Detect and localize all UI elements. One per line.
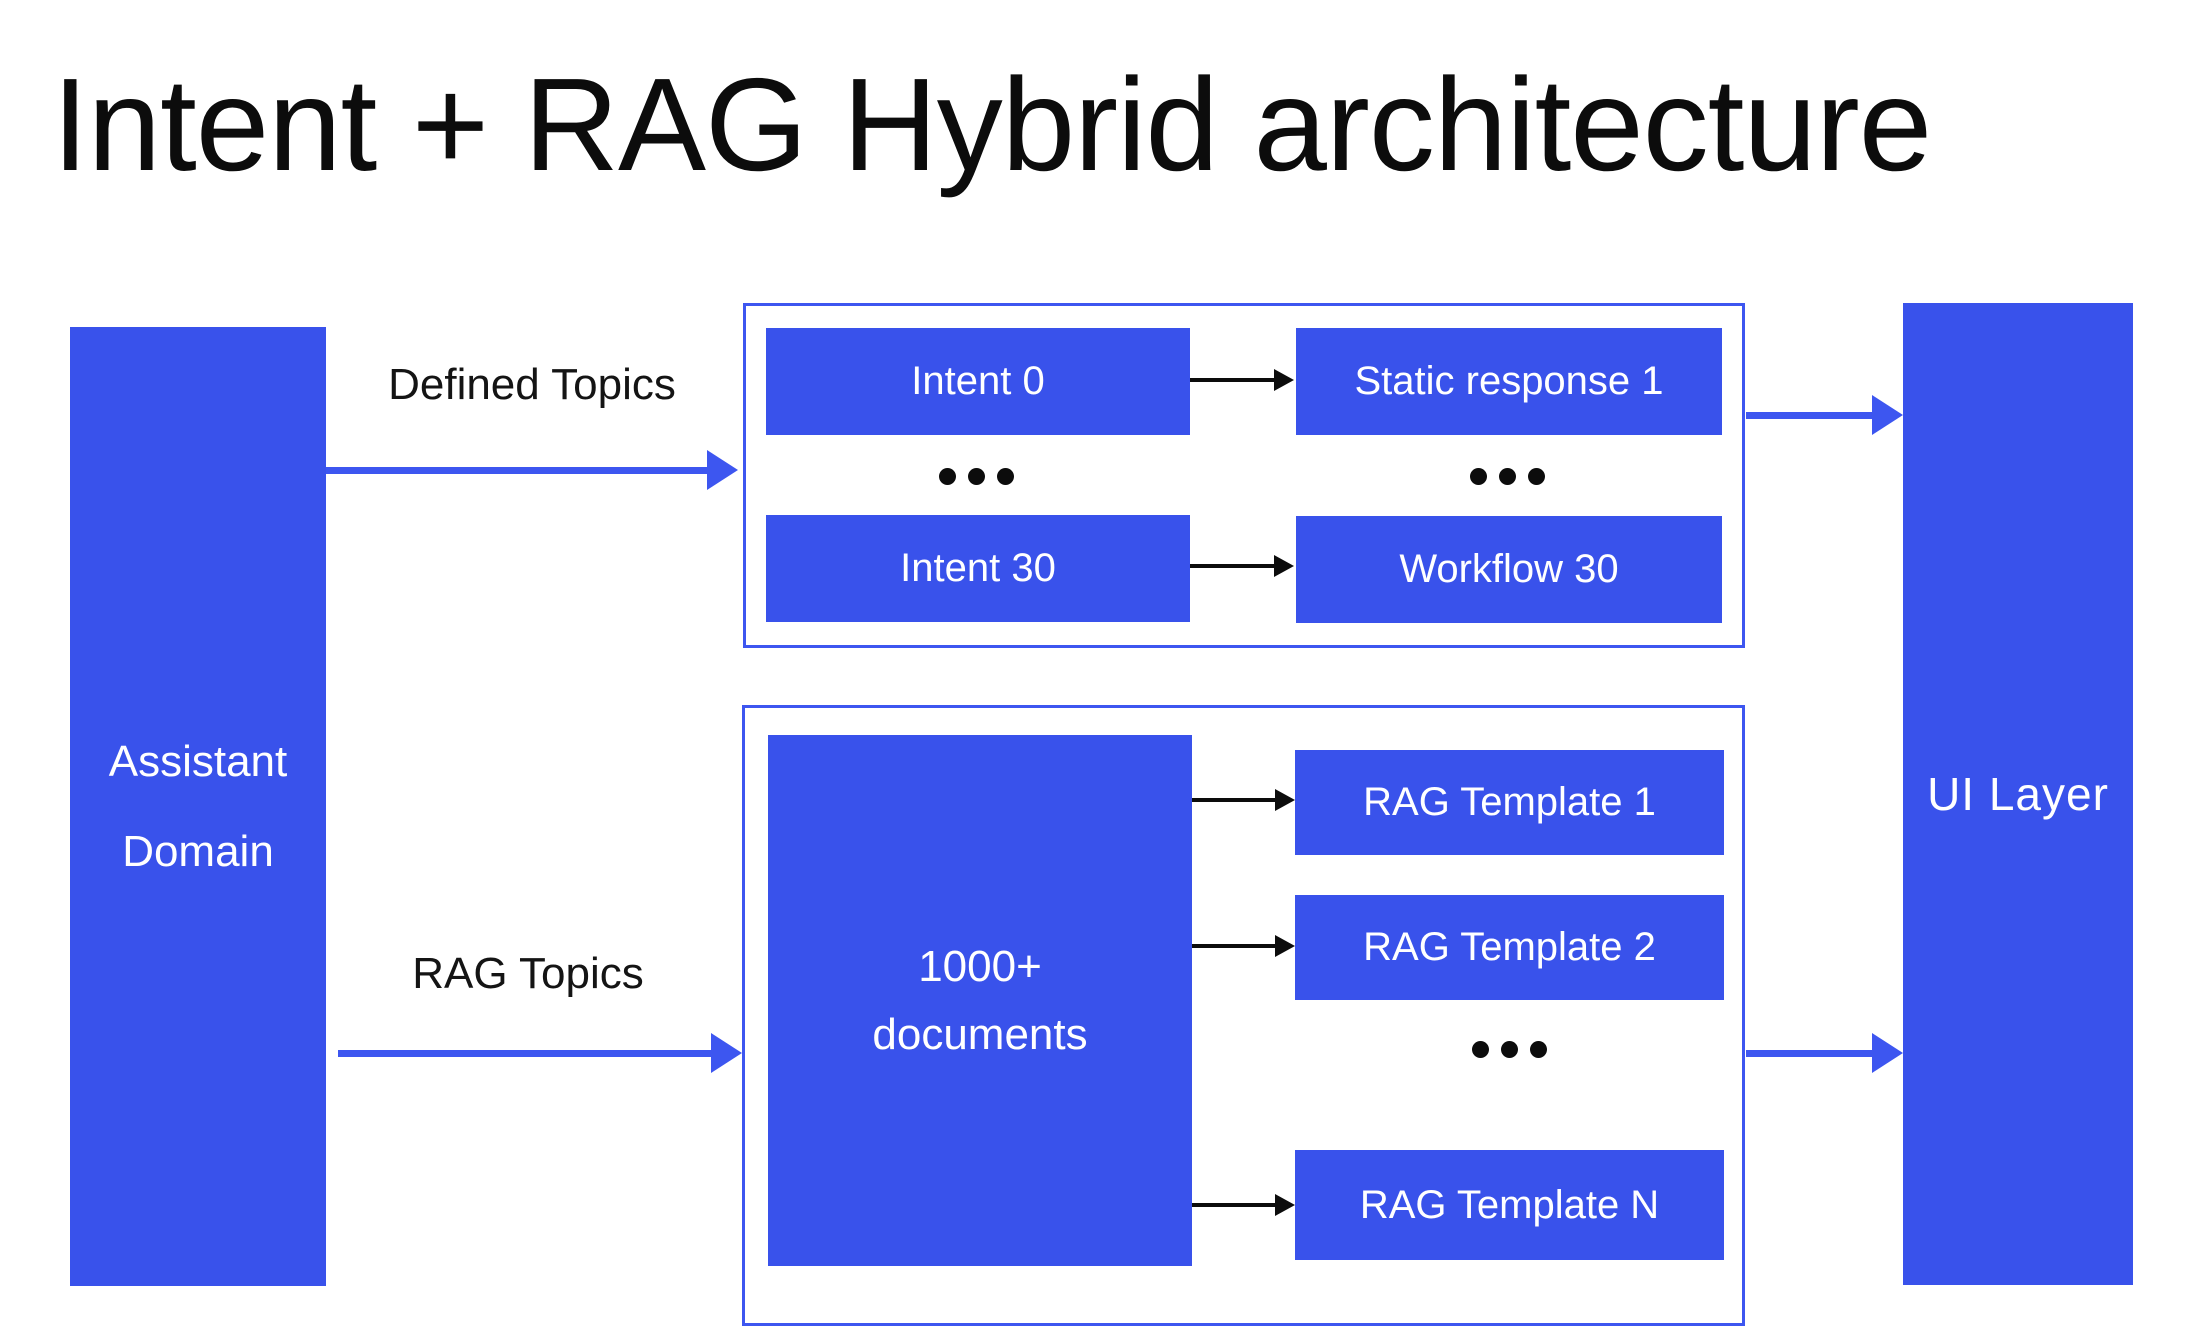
- intent-group-box: [743, 303, 1745, 648]
- rag-group-box: [742, 705, 1745, 1326]
- rag-topics-arrow: [338, 1033, 742, 1073]
- arrow-shaft: [1192, 798, 1275, 802]
- defined-topics-arrow: [326, 450, 738, 490]
- arrow-right-icon: [1274, 555, 1294, 577]
- arrow-right-icon: [711, 1033, 742, 1073]
- node-documents: 1000+ documents: [768, 735, 1192, 1266]
- node-assistant-domain: Assistant Domain: [70, 327, 326, 1286]
- defined-topics-label: Defined Topics: [388, 360, 676, 409]
- dot: [939, 468, 956, 485]
- arrow-shaft: [1190, 378, 1274, 382]
- rag-template-2-label: RAG Template 2: [1363, 925, 1656, 969]
- intent-30-label: Intent 30: [900, 546, 1056, 590]
- dot: [1470, 468, 1487, 485]
- rag-template-1-label: RAG Template 1: [1363, 780, 1656, 824]
- arrow-shaft: [326, 466, 707, 474]
- static-response-1-label: Static response 1: [1354, 359, 1664, 403]
- dot: [1530, 1041, 1547, 1058]
- arrow-shaft: [1192, 1203, 1275, 1207]
- intent30-to-workflow-arrow: [1190, 555, 1294, 577]
- docs-to-template1-arrow: [1192, 789, 1295, 811]
- ellipsis-dots-icon: [1472, 1041, 1547, 1058]
- dot: [997, 468, 1014, 485]
- node-workflow-30: Workflow 30: [1296, 516, 1722, 623]
- node-intent-30: Intent 30: [766, 515, 1190, 622]
- rag-group-to-ui-arrow: [1746, 1033, 1903, 1073]
- arrow-shaft: [1192, 944, 1275, 948]
- dot: [1528, 468, 1545, 485]
- node-rag-template-1: RAG Template 1: [1295, 750, 1724, 855]
- diagram-title: Intent + RAG Hybrid architecture: [52, 51, 1932, 198]
- node-intent-0: Intent 0: [766, 328, 1190, 435]
- workflow-30-label: Workflow 30: [1399, 547, 1619, 591]
- assistant-domain-label-line1: Assistant: [108, 736, 288, 786]
- ui-layer-label: UI Layer: [1927, 768, 2109, 820]
- arrow-right-icon: [1275, 789, 1295, 811]
- arrow-shaft: [1746, 411, 1872, 419]
- dot: [1472, 1041, 1489, 1058]
- intent-group-to-ui-arrow: [1746, 395, 1903, 435]
- docs-to-template2-arrow: [1192, 935, 1295, 957]
- assistant-domain-label-line2: Domain: [122, 826, 274, 876]
- arrow-right-icon: [1275, 1194, 1295, 1216]
- node-static-response-1: Static response 1: [1296, 328, 1722, 435]
- rag-topics-label: RAG Topics: [412, 949, 644, 998]
- dot: [968, 468, 985, 485]
- arrow-right-icon: [1872, 395, 1903, 435]
- arrow-right-icon: [1275, 935, 1295, 957]
- docs-to-templateN-arrow: [1192, 1194, 1295, 1216]
- intent-0-label: Intent 0: [911, 359, 1045, 403]
- arrow-shaft: [1746, 1049, 1872, 1057]
- ellipsis-dots-icon: [939, 468, 1014, 485]
- node-ui-layer: UI Layer: [1903, 303, 2133, 1285]
- dot: [1501, 1041, 1518, 1058]
- ellipsis-dots-icon: [1470, 468, 1545, 485]
- rag-template-n-label: RAG Template N: [1359, 1182, 1660, 1227]
- arrow-shaft: [338, 1049, 711, 1057]
- intent0-to-static-arrow: [1190, 369, 1294, 391]
- node-rag-template-n: RAG Template N: [1295, 1150, 1724, 1260]
- node-rag-template-2: RAG Template 2: [1295, 895, 1724, 1000]
- dot: [1499, 468, 1516, 485]
- arrow-right-icon: [1872, 1033, 1903, 1073]
- documents-label-line1: 1000+: [918, 941, 1042, 991]
- arrow-shaft: [1190, 564, 1274, 568]
- arrow-right-icon: [1274, 369, 1294, 391]
- documents-label-line2: documents: [872, 1009, 1088, 1059]
- arrow-right-icon: [707, 450, 738, 490]
